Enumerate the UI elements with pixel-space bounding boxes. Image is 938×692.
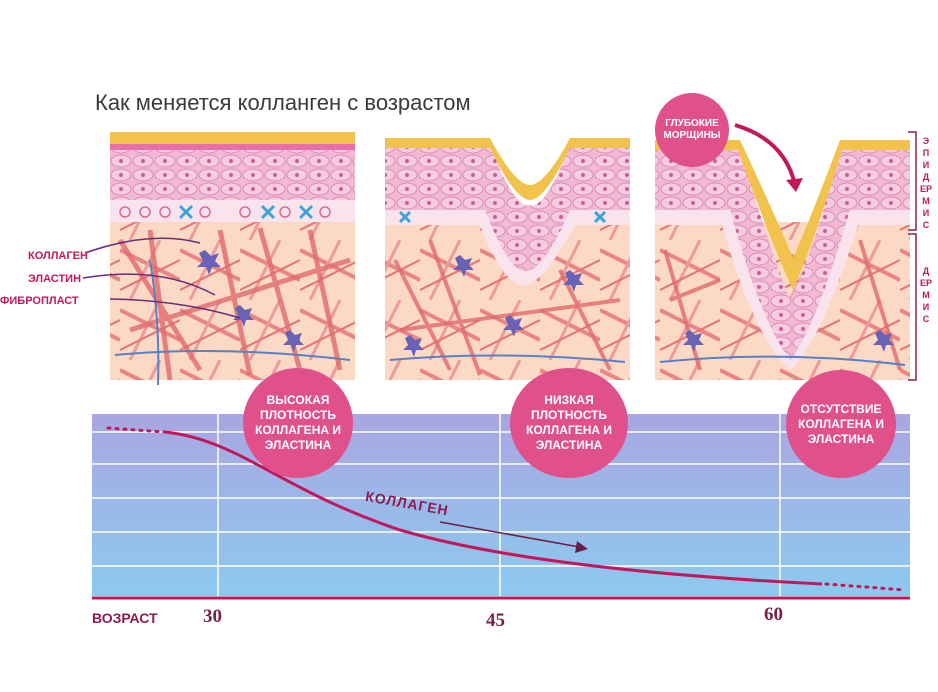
label-epidermis: ЭПИДЕРМИС <box>920 136 933 230</box>
age-tick-30: 30 <box>203 606 222 627</box>
label-fibroblast: ФИБРОПЛАСТ <box>0 295 79 307</box>
label-pointers <box>82 237 241 319</box>
age-tick-60: 60 <box>764 604 783 625</box>
collagen-curve <box>164 430 823 586</box>
bubble-low-density-text: НИЗКАЯ ПЛОТНОСТЬ КОЛЛАГЕНА И ЭЛАСТИНА <box>526 393 612 452</box>
bubble-deep-wrinkles: ГЛУБОКИЕ МОРЩИНЫ <box>655 93 729 167</box>
deep-wrinkles-text: ГЛУБОКИЕ МОРЩИНЫ <box>663 118 721 141</box>
label-dermis: ДЕРМИС <box>920 266 933 324</box>
age-tick-45: 45 <box>486 610 505 631</box>
bubble-high-density-text: ВЫСОКАЯ ПЛОТНОСТЬ КОЛЛАГЕНА И ЭЛАСТИНА <box>255 393 341 452</box>
page-title: Как меняется колланген с возрастом <box>95 90 471 115</box>
bubble-high-density: ВЫСОКАЯ ПЛОТНОСТЬ КОЛЛАГЕНА И ЭЛАСТИНА <box>243 368 353 478</box>
bubble-no-collagen: ОТСУТСТВИЕ КОЛЛАГЕНА И ЭЛАСТИНА <box>786 370 896 478</box>
layer-brackets <box>908 131 917 381</box>
skin-panel-old <box>655 123 910 380</box>
axis-title: ВОЗРАСТ <box>92 610 158 626</box>
skin-panel-young <box>110 132 355 386</box>
label-collagen: КОЛЛАГЕН <box>28 250 88 262</box>
bubble-no-collagen-text: ОТСУТСТВИЕ КОЛЛАГЕНА И ЭЛАСТИНА <box>798 401 884 446</box>
bubble-low-density: НИЗКАЯ ПЛОТНОСТЬ КОЛЛАГЕНА И ЭЛАСТИНА <box>510 368 628 478</box>
skin-panel-aging <box>385 138 630 380</box>
label-elastin: ЭЛАСТИН <box>28 273 82 285</box>
wrinkle-arrow <box>734 123 797 186</box>
collagen-chart <box>92 414 910 600</box>
